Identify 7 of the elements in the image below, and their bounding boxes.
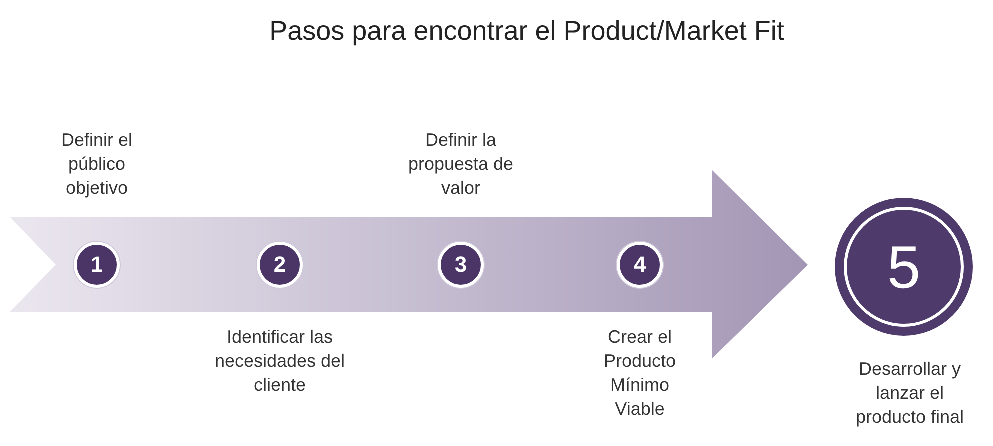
title: Pasos para encontrar el Product/Market Fit: [268, 16, 786, 47]
step-caption: Definir el público objetivo: [60, 129, 134, 200]
step-caption: Crear el Producto Mínimo Viable: [602, 326, 678, 421]
step-caption: Definir la propuesta de valor: [407, 129, 515, 200]
step-number-circle: 5: [835, 198, 973, 336]
step-caption: Desarrollar y lanzar el producto final: [854, 358, 966, 429]
step-caption: Identificar las necesidades del cliente: [214, 326, 346, 397]
